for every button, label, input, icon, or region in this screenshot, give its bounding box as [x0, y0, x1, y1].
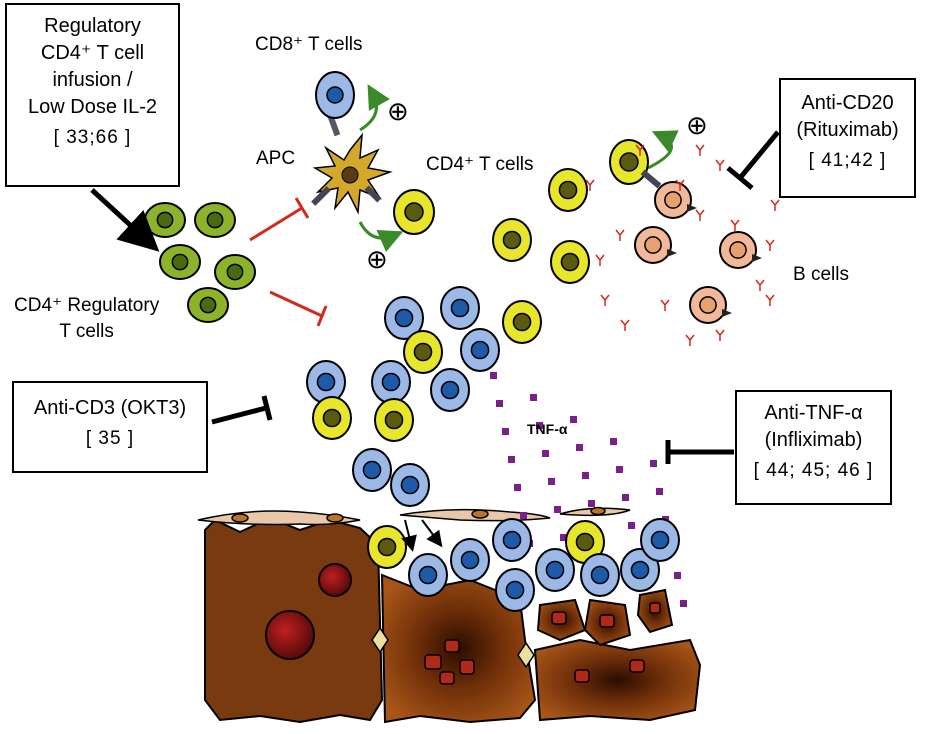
antibody-icon: [585, 179, 595, 191]
antibody-icon: [675, 179, 685, 191]
cd4-t-cell: [548, 168, 588, 212]
antibody-icon: [715, 159, 725, 171]
cd8-t-cell: [460, 328, 500, 372]
plus-icon-cd4: ⊕: [366, 244, 388, 274]
cd8-t-cell: [492, 518, 532, 562]
cd8-t-cell: [408, 553, 448, 597]
cd8-t-cell: [306, 360, 346, 404]
cd8-t-cell: [495, 568, 535, 612]
treg-cell: [194, 202, 236, 238]
cd4-t-cell-apc: [393, 189, 435, 235]
anti-cd20-line: [738, 130, 780, 180]
therapy-lines: [90, 130, 780, 552]
plus-icon-bcell: ⊕: [686, 110, 708, 140]
cd8-t-cell: [352, 448, 392, 492]
treg-cell: [214, 254, 256, 290]
antibody-icon: [730, 219, 740, 231]
anti-cd20-refs: [ 41;42 ]: [808, 150, 887, 171]
antibody-icon: [660, 299, 670, 311]
cd4-t-cell-group: [492, 168, 590, 284]
treg-therapy-refs: [ 33;66 ]: [53, 127, 132, 148]
plus-icon-cd8: ⊕: [387, 96, 409, 126]
cd8-t-cell: [390, 463, 430, 507]
cd4-t-cell: [492, 218, 532, 262]
central-t-cell-cluster: [306, 286, 542, 507]
infiltrating-t-cells: [367, 518, 680, 612]
apc-dendritic-cell: [311, 109, 393, 215]
antibody-icon: [685, 334, 695, 346]
anti-tnf-title: Anti-TNF-α (Infliximab): [764, 402, 863, 451]
antibodies: [585, 144, 780, 346]
b-cell: [689, 286, 727, 324]
b-cell-group: [634, 181, 762, 324]
anti-tnf-refs: [ 44; 45; 46 ]: [753, 460, 874, 481]
antibody-icon: [765, 239, 775, 251]
cd4-t-cell: [367, 525, 407, 569]
treg-cell: [159, 244, 201, 280]
anti-cd3-title: Anti-CD3 (OKT3): [33, 397, 187, 419]
b-cell: [654, 181, 692, 219]
anti-cd3-refs: [ 35 ]: [85, 428, 135, 449]
treg-therapy-title: Regulatory CD4⁺ T cell infusion / Low Do…: [28, 15, 157, 118]
antibody-icon: [695, 144, 705, 156]
activation-arrow-bcell: [647, 130, 679, 170]
tregs-label: CD4⁺ Regulatory T cells: [14, 295, 160, 342]
antibody-icon: [695, 209, 705, 221]
antibody-icon: [620, 319, 630, 331]
cd8-t-cell: [384, 296, 424, 340]
tissue-epithelium: [197, 506, 702, 724]
anti-tnf-box: Anti-TNF-α (Infliximab) [ 44; 45; 46 ]: [735, 390, 892, 505]
cd4-t-cell-bcell-helper: [609, 139, 662, 189]
antibody-icon: [755, 279, 765, 291]
b-cell: [634, 226, 672, 264]
apc-label: APC: [256, 148, 296, 169]
bcells-label: B cells: [793, 264, 849, 285]
treg-cluster: [144, 202, 256, 323]
antibody-icon: [715, 329, 725, 341]
cd4-label: CD4⁺ T cells: [426, 154, 534, 175]
cd8-t-cell: [440, 286, 480, 330]
treg-cell: [144, 202, 186, 238]
cd4-t-cell: [403, 330, 443, 374]
cd8-t-cell: [371, 360, 411, 404]
cd4-t-cell: [312, 396, 352, 440]
antibody-icon: [595, 254, 605, 266]
tnf-label: TNF-α: [527, 421, 568, 437]
anti-cd3-line: [211, 405, 267, 425]
cd8-t-cell: [580, 553, 620, 597]
cd8-t-cell: [450, 538, 490, 582]
b-cell: [719, 231, 757, 269]
cd8-t-cell: [535, 548, 575, 592]
treg-cell: [187, 287, 229, 323]
antibody-icon: [770, 199, 780, 211]
anti-cd20-title: Anti-CD20 (Rituximab): [796, 92, 899, 141]
cd4-t-cell: [502, 300, 542, 344]
cd8-t-cell-top: [315, 71, 355, 119]
antibody-icon: [765, 294, 775, 306]
cd8-t-cell: [620, 548, 660, 592]
anti-cd20-box: Anti-CD20 (Rituximab) [ 41;42 ]: [779, 78, 916, 198]
treg-therapy-arrow: [90, 188, 160, 252]
activation-arrow-cd8: [359, 84, 390, 132]
antibody-icon: [615, 229, 625, 241]
cd8-t-cell: [640, 518, 680, 562]
antibody-icon: [635, 144, 645, 156]
antibody-icon: [600, 294, 610, 306]
activation-arrow-cd4: [358, 221, 404, 252]
cd4-t-cell: [374, 398, 414, 442]
cd4-t-cell: [550, 240, 590, 284]
treg-therapy-box: Regulatory CD4⁺ T cell infusion / Low Do…: [5, 3, 180, 187]
cd8-label: CD8⁺ T cells: [255, 34, 363, 55]
treg-inhibition-lines: [249, 197, 328, 327]
anti-cd3-box: Anti-CD3 (OKT3) [ 35 ]: [12, 381, 208, 473]
cd4-t-cell: [565, 520, 605, 564]
cd8-t-cell: [430, 368, 470, 412]
